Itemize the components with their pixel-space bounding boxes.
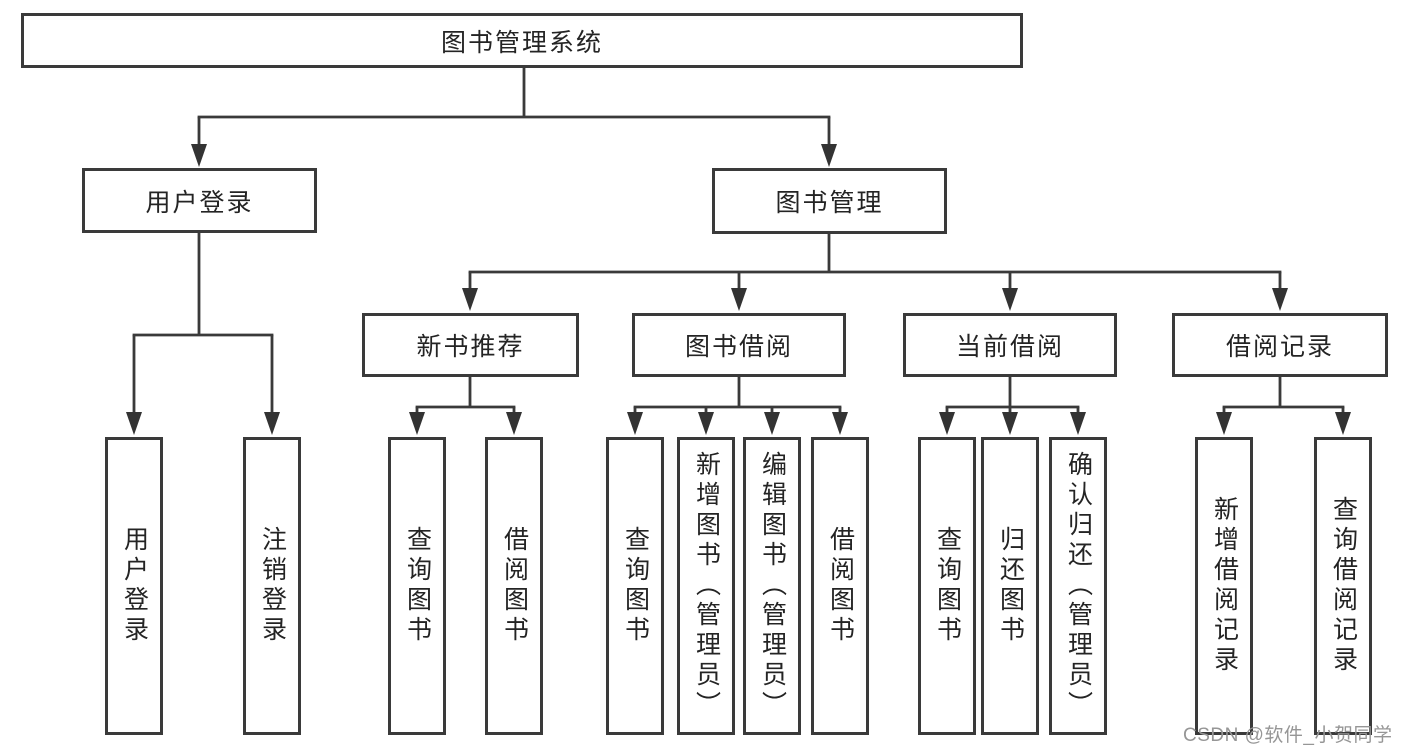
arrowhead bbox=[409, 412, 425, 435]
arrowhead bbox=[462, 288, 478, 311]
node-leaf-query-book-borrow: 查询图书 bbox=[606, 437, 664, 735]
node-label: 图书管理 bbox=[775, 189, 884, 217]
node-current-borrow: 当前借阅 bbox=[903, 313, 1117, 377]
node-label: 借阅图书 bbox=[500, 526, 529, 646]
arrowhead bbox=[126, 412, 142, 435]
arrowhead bbox=[627, 412, 643, 435]
arrowhead bbox=[821, 144, 837, 167]
node-label: 新增图书（管理员） bbox=[692, 451, 721, 721]
edge-currentborrow-to-leaves bbox=[939, 377, 1086, 435]
node-leaf-add-borrow-record: 新增借阅记录 bbox=[1195, 437, 1253, 735]
node-label: 用户登录 bbox=[120, 526, 149, 646]
node-label: 当前借阅 bbox=[955, 333, 1064, 361]
edge-root-to-level2 bbox=[191, 68, 837, 167]
arrowhead bbox=[191, 144, 207, 167]
edge-bookmgmt-to-level3 bbox=[462, 234, 1288, 311]
node-root-system: 图书管理系统 bbox=[21, 13, 1023, 68]
arrowhead bbox=[1272, 288, 1288, 311]
node-leaf-query-borrow-record: 查询借阅记录 bbox=[1314, 437, 1372, 735]
edge-newbookrec-to-leaves bbox=[409, 377, 522, 435]
node-label: 查询图书 bbox=[933, 526, 962, 646]
arrowhead bbox=[731, 288, 747, 311]
node-leaf-confirm-return-admin: 确认归还（管理员） bbox=[1049, 437, 1107, 735]
node-label: 借阅图书 bbox=[826, 526, 855, 646]
node-leaf-user-login: 用户登录 bbox=[105, 437, 163, 735]
edge-userlogin-to-leaves bbox=[126, 233, 280, 435]
edge-bookborrow-to-leaves bbox=[627, 377, 848, 435]
csdn-watermark: CSDN @软件_小贺同学 bbox=[1183, 725, 1393, 746]
node-label: 归还图书 bbox=[996, 526, 1025, 646]
node-label: 查询图书 bbox=[403, 526, 432, 646]
arrowhead bbox=[264, 412, 280, 435]
arrowhead bbox=[939, 412, 955, 435]
node-leaf-edit-book-admin: 编辑图书（管理员） bbox=[743, 437, 801, 735]
node-book-management-module: 图书管理 bbox=[712, 168, 947, 234]
arrowhead bbox=[1070, 412, 1086, 435]
edge-borrowrecords-to-leaves bbox=[1216, 377, 1351, 435]
arrowhead bbox=[1335, 412, 1351, 435]
node-book-borrow: 图书借阅 bbox=[632, 313, 846, 377]
arrowhead bbox=[1002, 412, 1018, 435]
node-leaf-return-book: 归还图书 bbox=[981, 437, 1039, 735]
node-leaf-add-book-admin: 新增图书（管理员） bbox=[677, 437, 735, 735]
arrowhead bbox=[1216, 412, 1232, 435]
arrowhead bbox=[506, 412, 522, 435]
arrowhead bbox=[764, 412, 780, 435]
arrowhead bbox=[1002, 288, 1018, 311]
node-borrow-records: 借阅记录 bbox=[1172, 313, 1388, 377]
node-label: 新书推荐 bbox=[416, 333, 525, 361]
node-label: 借阅记录 bbox=[1225, 333, 1334, 361]
node-label: 新增借阅记录 bbox=[1210, 496, 1239, 676]
node-label: 编辑图书（管理员） bbox=[758, 451, 787, 721]
node-label: 图书管理系统 bbox=[440, 28, 603, 57]
arrowhead bbox=[832, 412, 848, 435]
node-label: 查询借阅记录 bbox=[1329, 496, 1358, 676]
node-leaf-query-book-recommend: 查询图书 bbox=[388, 437, 446, 735]
node-label: 注销登录 bbox=[258, 526, 287, 646]
node-label: 图书借阅 bbox=[684, 333, 793, 361]
node-label: 用户登录 bbox=[145, 188, 254, 217]
node-leaf-logout: 注销登录 bbox=[243, 437, 301, 735]
node-user-login-module: 用户登录 bbox=[82, 168, 317, 233]
node-leaf-borrow-book: 借阅图书 bbox=[811, 437, 869, 735]
arrowhead bbox=[698, 412, 714, 435]
node-label: 确认归还（管理员） bbox=[1064, 451, 1093, 721]
node-leaf-query-book-current: 查询图书 bbox=[918, 437, 976, 735]
node-new-book-recommend: 新书推荐 bbox=[362, 313, 579, 377]
node-leaf-borrow-book-recommend: 借阅图书 bbox=[485, 437, 543, 735]
node-label: 查询图书 bbox=[621, 526, 650, 646]
